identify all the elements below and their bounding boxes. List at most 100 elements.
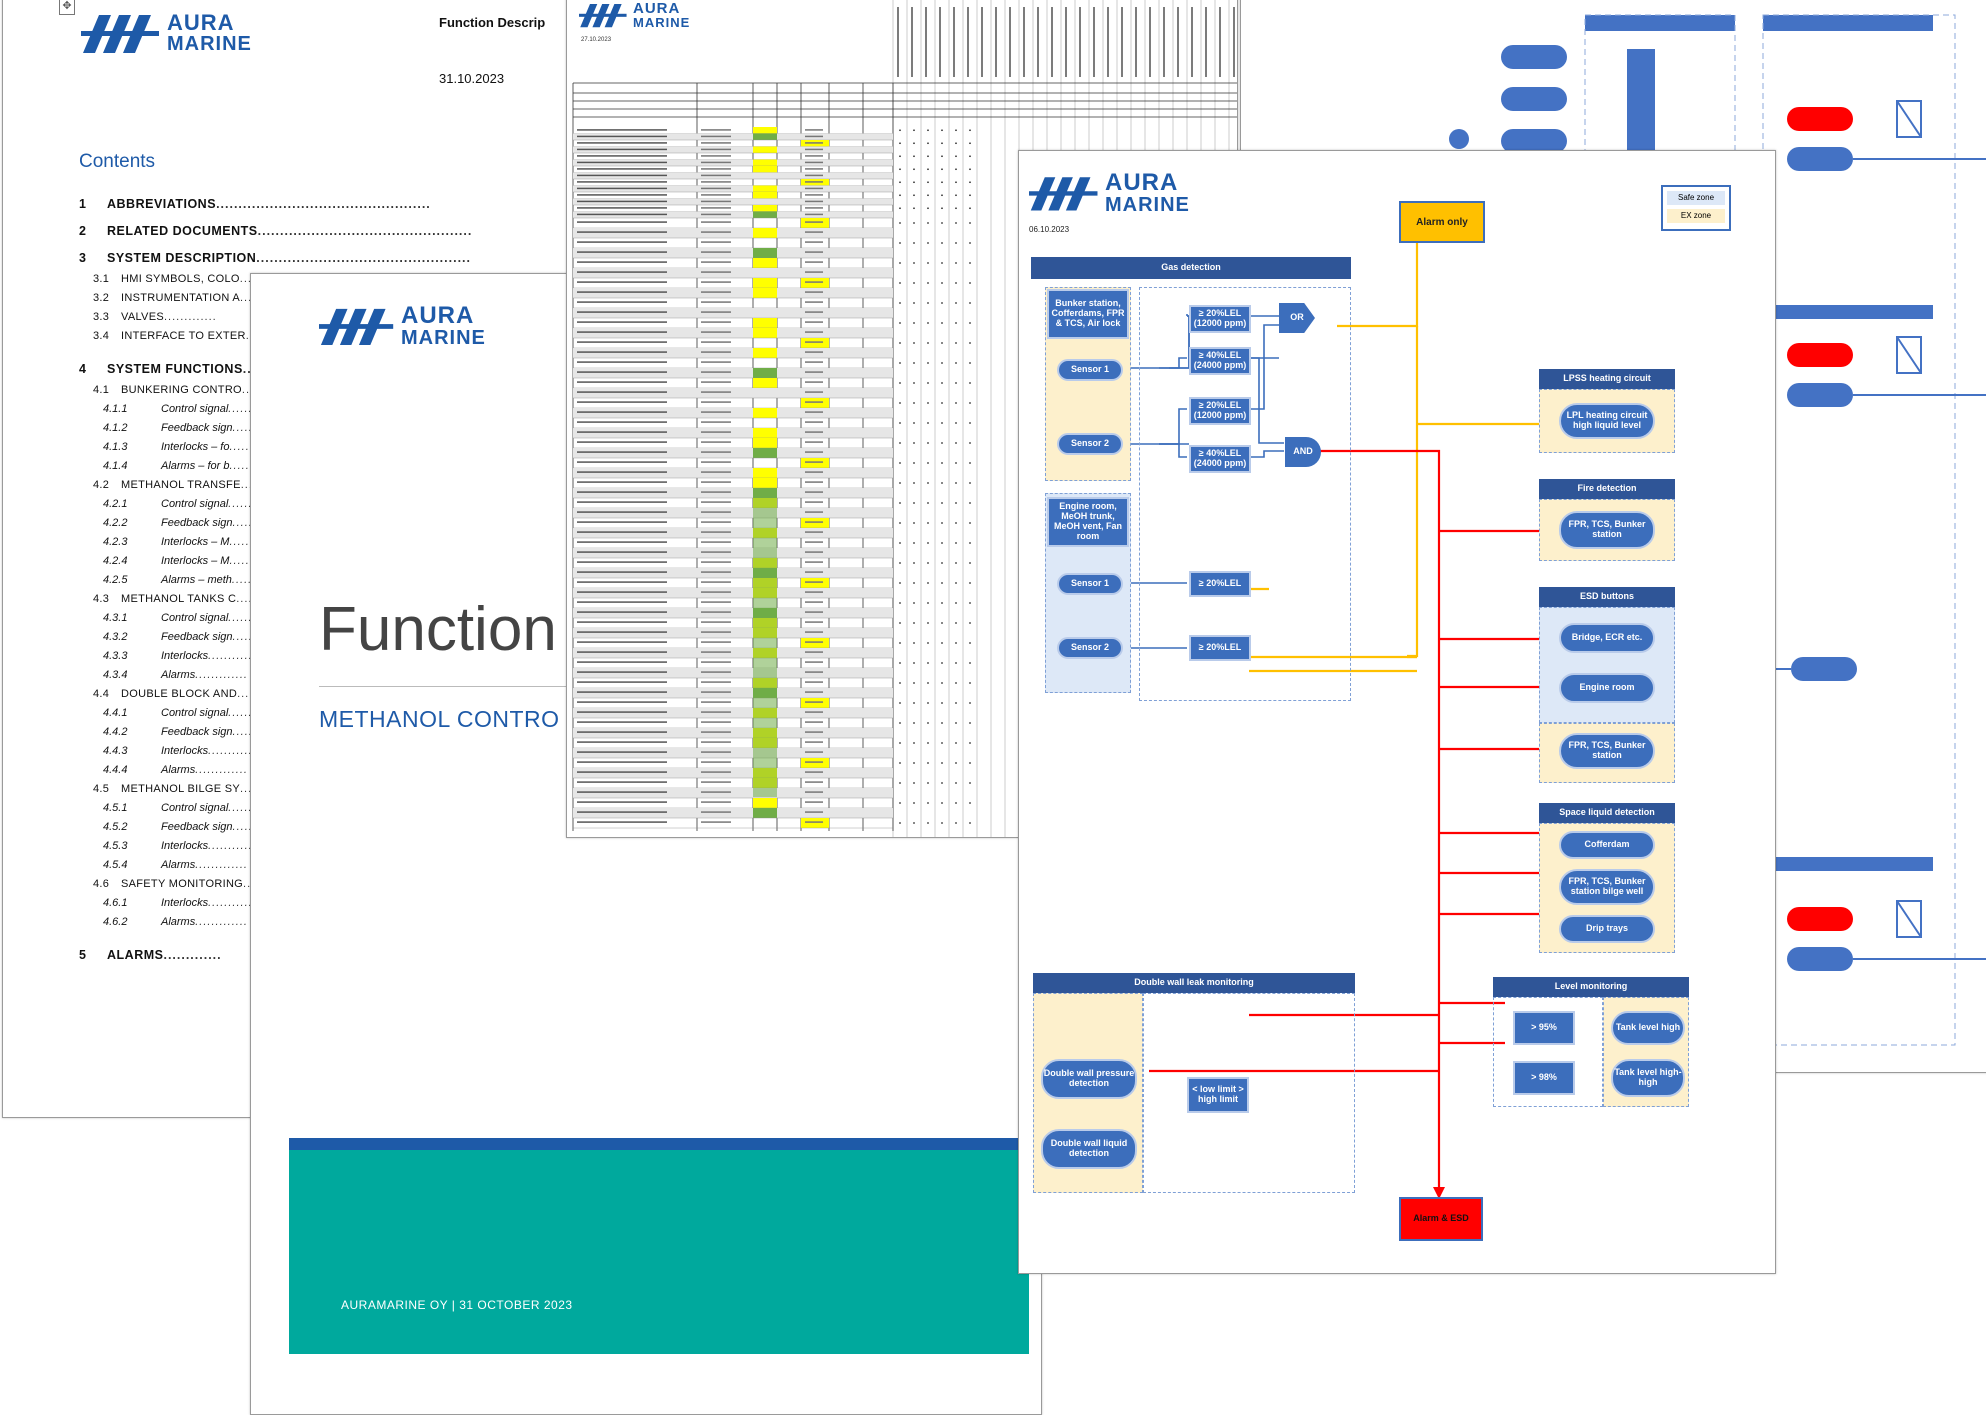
gas-sensor-3: Sensor 1	[1057, 573, 1123, 595]
gas-threshold-5: ≥ 20%LEL	[1189, 571, 1251, 597]
esd-item-2: Engine room	[1559, 673, 1655, 703]
toc-entry-number: 4.6.2	[103, 916, 128, 928]
double-wall-zone-safe	[1143, 993, 1355, 1193]
toc-entry-number: 4.3.1	[103, 612, 128, 624]
double-wall-item-2: Double wall liquid detection	[1041, 1129, 1137, 1169]
toc-entry-text: Alarms – meth	[161, 574, 232, 586]
toc-entry-text: Interlocks	[161, 745, 209, 757]
toc-entry-number: 3.4	[93, 330, 110, 342]
toc-entry-text: METHANOL BILGE SY	[121, 783, 240, 795]
level-item-2: Tank level high-high	[1611, 1059, 1685, 1097]
toc-entry-number: 4.4.1	[103, 707, 128, 719]
toc-entry-text: Control signal	[161, 403, 229, 415]
toc-entry-number: 4.2.2	[103, 517, 128, 529]
toc-entry-text: Feedback sign	[161, 422, 233, 434]
brand-line2: MARINE	[167, 33, 252, 55]
toc-entry-text: Control signal	[161, 707, 229, 719]
space-liquid-item-2: FPR, TCS, Bunker station bilge well	[1559, 869, 1655, 905]
toc-entry-number: 4.5.4	[103, 859, 128, 871]
toc-entry-text: Feedback sign	[161, 517, 233, 529]
toc-entry-number: 4.1.2	[103, 422, 128, 434]
double-wall-limit: < low limit > high limit	[1187, 1077, 1249, 1113]
toc-entry-number: 4.4.3	[103, 745, 128, 757]
toc-entry-number: 4.1.3	[103, 441, 128, 453]
gas-group-1: Bunker station, Cofferdams, FPR & TCS, A…	[1047, 289, 1129, 339]
alarm-esd-box: Alarm & ESD	[1399, 1197, 1483, 1241]
move-handle-icon[interactable]: ✥	[59, 0, 75, 15]
toc-entry-number: 4.2	[93, 479, 110, 491]
gas-threshold-1: ≥ 20%LEL (12000 ppm)	[1189, 305, 1251, 333]
esd-header: ESD buttons	[1539, 587, 1675, 607]
toc-entry-number: 4.3.2	[103, 631, 128, 643]
toc-entry-number: 4	[79, 362, 87, 376]
toc-entry-number: 4.1.1	[103, 403, 128, 415]
toc-entry-text: HMI SYMBOLS, COLO	[121, 273, 240, 285]
toc-entry-text: Alarms	[161, 916, 196, 928]
toc-entry-text: Feedback sign	[161, 631, 233, 643]
toc-entry-text: Interlocks	[161, 650, 209, 662]
esd-item-1: Bridge, ECR etc.	[1559, 623, 1655, 653]
toc-entry-number: 4.5	[93, 783, 110, 795]
toc-entry-text: Feedback sign	[161, 821, 233, 833]
gas-sensor-2: Sensor 2	[1057, 433, 1123, 455]
toc-entry-text: METHANOL TRANSFE	[121, 479, 241, 491]
toc-entry-text: Control signal	[161, 612, 229, 624]
toc-entry-text: Control signal	[161, 498, 229, 510]
toc-entry-text: INTERFACE TO EXTER	[121, 330, 246, 342]
toc-entry-number: 4.2.1	[103, 498, 128, 510]
toc-entry-text: Alarms – for b	[161, 460, 230, 472]
gas-group-2: Engine room, MeOH trunk, MeOH vent, Fan …	[1047, 497, 1129, 547]
diagram-brand-line2: MARINE	[1105, 194, 1190, 216]
toc-entry-number: 3.3	[93, 311, 110, 323]
cover-subtitle: METHANOL CONTRO	[319, 706, 560, 732]
gas-threshold-6: ≥ 20%LEL	[1189, 635, 1251, 661]
toc-entry-text: Alarms	[161, 764, 196, 776]
space-liquid-item-3: Drip trays	[1559, 915, 1655, 943]
level-threshold-1: > 95%	[1513, 1011, 1575, 1045]
double-wall-item-1: Double wall pressure detection	[1041, 1059, 1137, 1099]
level-header: Level monitoring	[1493, 977, 1689, 997]
alarm-only-box: Alarm only	[1399, 201, 1485, 243]
toc-entry-number: 4.2.3	[103, 536, 128, 548]
toc-entry-text: Feedback sign	[161, 726, 233, 738]
toc-entry-text: RELATED DOCUMENTS	[107, 224, 258, 238]
signal-table	[572, 0, 1237, 837]
zone-legend: Safe zone EX zone	[1661, 185, 1731, 231]
toc-entry-text: VALVES	[121, 311, 164, 323]
back-diagram-graphic	[1449, 14, 1986, 1046]
esd-item-3: FPR, TCS, Bunker station	[1559, 733, 1655, 769]
toc-entry-text: SYSTEM FUNCTIONS	[107, 362, 243, 376]
table-brand-line2: MARINE	[633, 15, 691, 30]
doc-date: 31.10.2023	[439, 71, 505, 86]
toc-entry-number: 4.5.3	[103, 840, 128, 852]
gas-zone-logic	[1139, 287, 1351, 701]
diagram-date: 06.10.2023	[1029, 225, 1070, 234]
toc-entry-number: 4.1	[93, 384, 110, 396]
toc-entry-text: Alarms	[161, 859, 196, 871]
gas-threshold-4: ≥ 40%LEL (24000 ppm)	[1189, 445, 1251, 473]
legend-safe-zone: Safe zone	[1667, 191, 1725, 205]
toc-entry-text: Interlocks	[161, 897, 209, 909]
toc-entry-number: 4.6	[93, 878, 110, 890]
toc-entry-text: Interlocks	[161, 840, 209, 852]
toc-entry-text: ALARMS	[107, 948, 164, 962]
lpss-header: LPSS heating circuit	[1539, 369, 1675, 389]
